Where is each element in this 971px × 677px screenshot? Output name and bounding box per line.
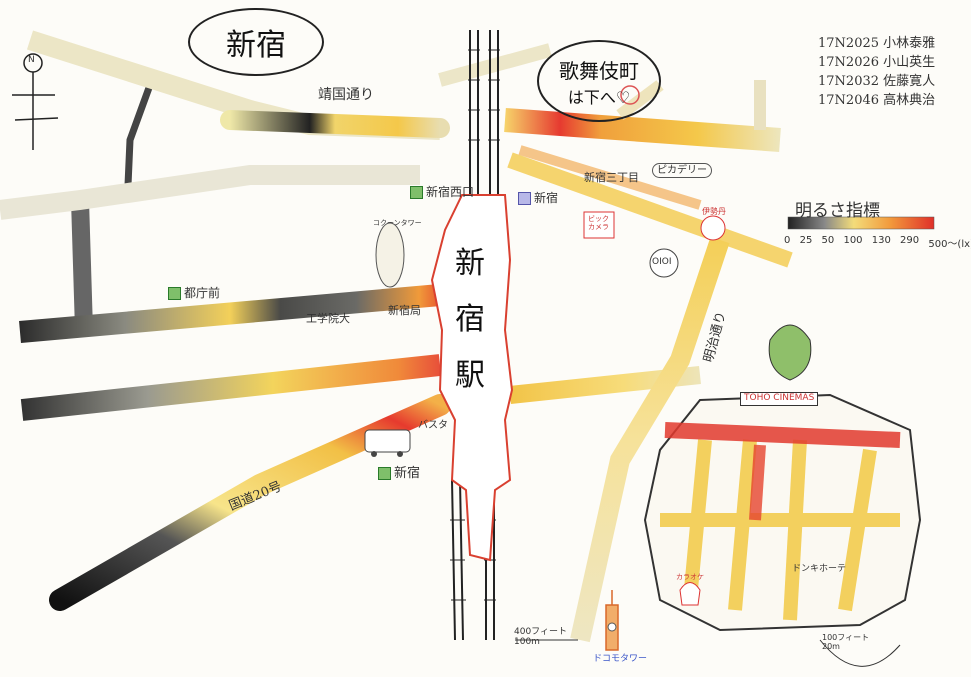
station-char-2: 宿 [455,302,485,337]
station-tochomae: 都庁前 [168,286,221,300]
kabukicho-bubble: 歌舞伎町 は下へ♡ [537,40,661,122]
subway-icon [518,192,531,205]
subway-icon [410,186,423,199]
credit-line: 17N2026 小山英生 [818,55,936,70]
station-sanchome: 新宿三丁目 [584,171,639,184]
station-marunouchi-label: 新宿 [534,191,559,205]
scale-right: 100フィート 20m [822,633,870,651]
legend-tick: 500〜(lx) [928,239,971,250]
legend-tick: 100 [843,235,863,246]
scale-left: 400フィート 100m [514,627,567,647]
subway-icon [378,467,391,480]
place-docomo: ドコモタワー [593,654,648,664]
place-kogakuin: 工学院大 [306,312,350,325]
credit-line: 17N2032 佐藤寛人 [818,74,936,89]
kabukicho-note: は下へ♡ [567,87,631,107]
station-nishi-shinjuku-label: 新宿西口 [426,185,475,199]
legend-ticks: 0 25 50 100 130 290 500〜(lx) [784,235,971,250]
place-post-office: 新宿局 [388,304,421,317]
place-marui: OIOI [652,257,672,267]
credit-line: 17N2025 小林泰雅 [818,36,936,51]
station-tochomae-label: 都庁前 [184,286,221,300]
place-basta: バスタ [418,420,448,431]
compass-north-label: N [28,55,35,65]
legend-tick: 130 [871,235,891,246]
place-piccadilly: ピカデリー [652,163,712,178]
legend-tick: 0 [784,235,791,246]
place-bic-camera: ビックカメラ [588,215,609,231]
credits: 17N2025 小林泰雅 17N2026 小山英生 17N2032 佐藤寛人 1… [818,34,935,110]
station-shinjuku-south-label: 新宿 [394,466,421,481]
place-cocoon: コクーンタワー [373,219,422,227]
place-karaoke: カラオケ [676,573,704,581]
kabukicho-title: 歌舞伎町 [559,58,639,83]
station-name: 新 宿 駅 [455,232,485,400]
station-char-3: 駅 [455,358,485,393]
place-isetan: 伊勢丹 [702,207,726,216]
station-char-1: 新 [455,246,485,281]
legend-tick: 50 [821,235,835,246]
legend-title: 明るさ指標 [795,201,880,221]
street-yasukuni: 靖国通り [318,87,374,103]
area-title-text: 新宿 [226,28,286,63]
station-marunouchi: 新宿 [518,191,559,205]
subway-icon [168,287,181,300]
place-toho: TOHO CINEMAS [740,392,819,406]
place-donki: ドンキホーテ [792,564,847,574]
legend-tick: 290 [900,235,920,246]
legend-tick: 25 [799,235,813,246]
station-shinjuku-south: 新宿 [378,466,421,481]
area-title: 新宿 [188,8,324,76]
credit-line: 17N2046 高林典治 [818,93,936,108]
station-nishi-shinjuku: 新宿西口 [410,185,475,199]
